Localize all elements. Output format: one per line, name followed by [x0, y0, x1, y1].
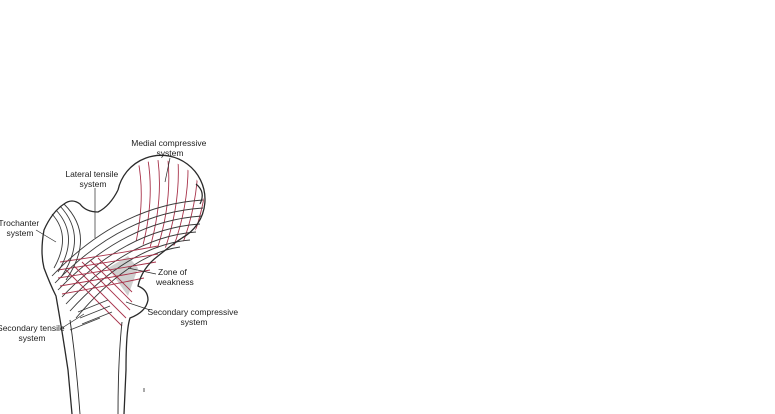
leader-secondary-tensile: [61, 313, 85, 329]
shaft-inner-medial: [117, 321, 123, 414]
femur-outline: [41, 189, 119, 414]
secondary-tensile-trabeculae: [69, 299, 113, 331]
femoral-head-outline: [117, 154, 206, 239]
leader-trochanter: [35, 229, 57, 243]
label-zone-of-weakness: Zone of weakness: [155, 267, 194, 287]
lateral-tensile-trabeculae: [51, 199, 204, 319]
label-lateral-tensile: Lateral tensile system: [65, 169, 120, 189]
zone-of-weakness-area: [108, 256, 138, 296]
leader-zone-of-weakness: [127, 267, 157, 275]
neck-compressive-trabeculae: [57, 245, 159, 295]
leader-secondary-compressive: [125, 301, 151, 311]
label-secondary-compressive: Secondary compressive system: [147, 307, 240, 327]
label-trochanter: Trochanter system: [0, 218, 42, 238]
medial-outline: [123, 237, 183, 414]
fovea-notch: [195, 183, 203, 205]
trochanter-trabeculae: [51, 203, 81, 281]
leader-medial-compressive: [164, 157, 171, 183]
label-medial-compressive: Medial compressive system: [131, 138, 209, 158]
shaft-inner-lateral: [69, 319, 81, 414]
secondary-compressive-trabeculae: [65, 257, 133, 327]
leader-lines: [35, 157, 171, 329]
label-secondary-tensile: Secondary tensile system: [0, 323, 67, 343]
